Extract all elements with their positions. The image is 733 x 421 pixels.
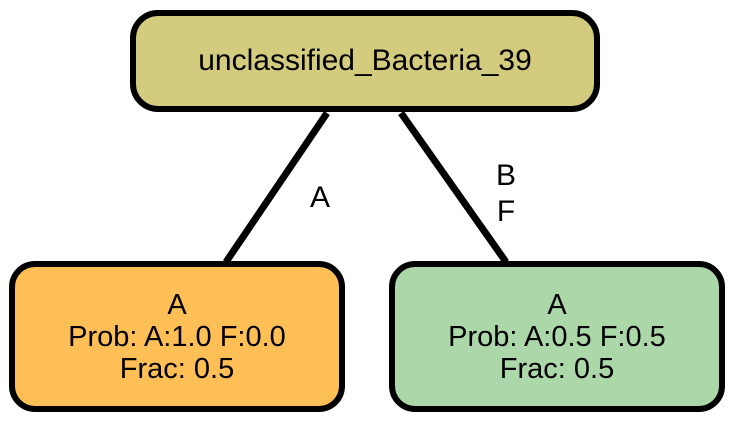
root-node: unclassified_Bacteria_39 [130,10,600,112]
right-node-title: A [547,288,567,321]
right-node-prob: Prob: A:0.5 F:0.5 [448,320,666,353]
left-node-frac: Frac: 0.5 [119,352,235,385]
edge-right-label: B F [496,158,516,230]
edge-root-to-left [223,111,330,264]
root-node-label: unclassified_Bacteria_39 [198,44,532,77]
edge-right-label-line2: F [496,195,516,228]
edge-right-label-line1: B [496,159,517,192]
left-child-node: A Prob: A:1.0 F:0.0 Frac: 0.5 [9,261,345,412]
left-node-title: A [167,288,187,321]
left-node-prob: Prob: A:1.0 F:0.0 [68,320,286,353]
right-node-frac: Frac: 0.5 [499,352,615,385]
edge-left-label: A [310,181,331,214]
right-child-node: A Prob: A:0.5 F:0.5 Frac: 0.5 [389,261,725,412]
edge-root-to-right [398,110,509,265]
